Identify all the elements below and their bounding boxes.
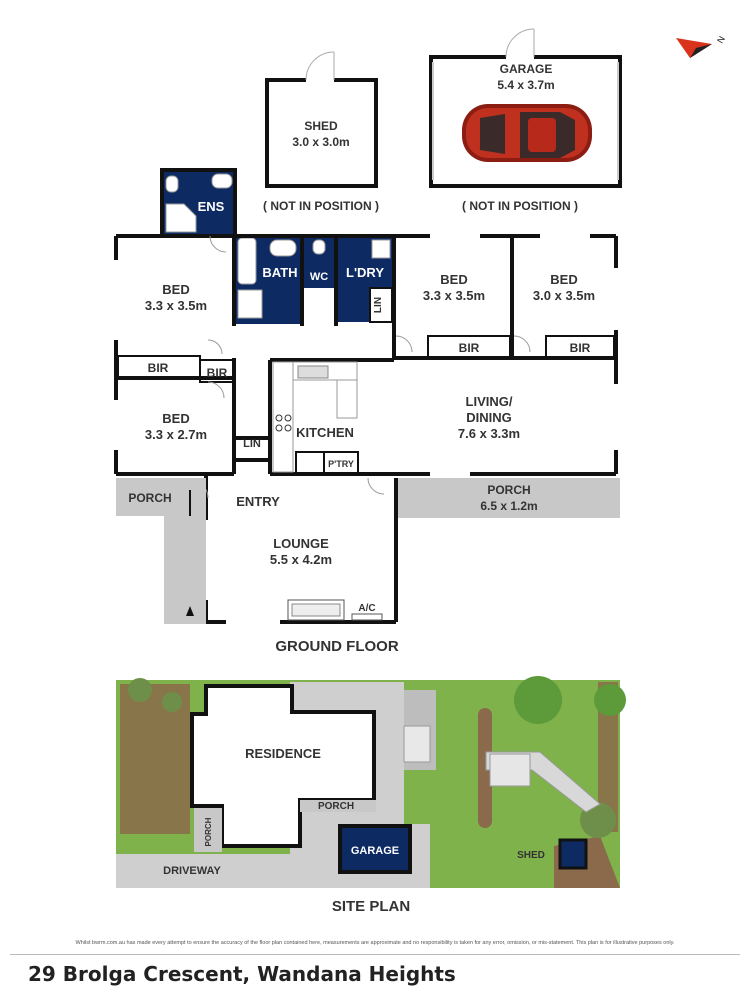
bed4-dims: 3.3 x 2.7m: [145, 427, 207, 442]
site-plan-title: SITE PLAN: [332, 898, 410, 915]
compass-icon: [676, 38, 712, 58]
wc-label: WC: [310, 271, 328, 283]
living-dims: 7.6 x 3.3m: [458, 426, 520, 441]
laundry-room: [337, 236, 393, 323]
ensuite-label: ENS: [198, 199, 225, 214]
car-icon: [462, 104, 592, 162]
bed1-dims: 3.3 x 3.5m: [145, 298, 207, 313]
lounge-label: LOUNGE: [273, 536, 329, 551]
linen-label-1: LIN: [373, 297, 384, 313]
site-shed-label: SHED: [517, 850, 545, 861]
shed-dims: 3.0 x 3.0m: [292, 135, 349, 149]
kitchen-counters: [272, 361, 358, 473]
garage-dims: 5.4 x 3.7m: [497, 78, 554, 92]
bir4-label: BIR: [570, 341, 591, 355]
property-address: 29 Brolga Crescent, Wandana Heights: [28, 962, 456, 986]
wc-room: [303, 236, 335, 288]
porch-front-label: PORCH: [128, 491, 171, 505]
residence-label: RESIDENCE: [245, 746, 321, 761]
front-porch: [116, 478, 206, 624]
bath-room: [236, 236, 301, 324]
site-plan: [116, 676, 626, 888]
laundry-label: L'DRY: [346, 265, 384, 280]
ground-floor-title: GROUND FLOOR: [275, 638, 398, 655]
garage-note: ( NOT IN POSITION ): [462, 199, 578, 213]
footer-divider: [10, 954, 740, 955]
porch-side-dims: 6.5 x 1.2m: [480, 499, 537, 513]
bed2-label: BED: [440, 272, 467, 287]
compass-label: N: [715, 34, 727, 45]
bed3-label: BED: [550, 272, 577, 287]
shed-note: ( NOT IN POSITION ): [263, 199, 379, 213]
entry-label: ENTRY: [236, 494, 280, 509]
driveway-label: DRIVEWAY: [163, 865, 221, 877]
ac-unit: [351, 613, 383, 621]
shed-label: SHED: [304, 119, 338, 133]
site-garage-label: GARAGE: [351, 845, 399, 857]
site-porch-label: PORCH: [318, 801, 354, 812]
bir1-label: BIR: [148, 361, 169, 375]
kitchen-label: KITCHEN: [296, 425, 354, 440]
lounge-dims: 5.5 x 4.2m: [270, 552, 332, 567]
ac-label: A/C: [358, 603, 375, 614]
fireplace-icon: [287, 599, 345, 621]
bed4-label: BED: [162, 411, 189, 426]
pantry-label: P'TRY: [328, 459, 354, 469]
disclaimer-text: Whilst bwrm.com.au has made every attemp…: [75, 940, 675, 946]
porch-side-label: PORCH: [487, 483, 530, 497]
dining-label: DINING: [466, 410, 512, 425]
garage-label: GARAGE: [500, 62, 553, 76]
thin-partitions: [117, 335, 615, 475]
shed-outline: [265, 51, 378, 188]
living-label: LIVING/: [466, 394, 513, 409]
side-porch: [398, 478, 620, 518]
ensuite-room: [160, 168, 237, 238]
bir2-label: BIR: [207, 366, 228, 380]
site-porch-vertical-label: PORCH: [204, 817, 213, 846]
bir3-label: BIR: [459, 341, 480, 355]
linen-label-2: LIN: [243, 438, 261, 450]
bath-label: BATH: [262, 265, 297, 280]
bed2-dims: 3.3 x 3.5m: [423, 288, 485, 303]
bed1-label: BED: [162, 282, 189, 297]
bed3-dims: 3.0 x 3.5m: [533, 288, 595, 303]
